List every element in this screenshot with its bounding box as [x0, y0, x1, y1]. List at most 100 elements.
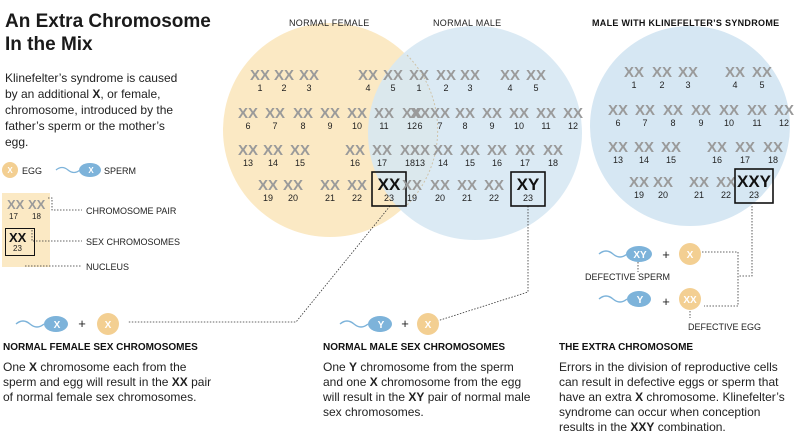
svg-text:4: 4 [507, 83, 512, 93]
svg-text:XX: XX [629, 174, 649, 191]
female-chromosome-2: XX2 [274, 67, 294, 93]
legend-sperm-icon: X [55, 163, 101, 177]
male-chromosome-8: XX8 [455, 105, 475, 131]
svg-text:6: 6 [417, 121, 422, 131]
female-chromosome-5: XX5 [383, 67, 403, 93]
extra-section-heading: THE EXTRA CHROMOSOME [559, 342, 694, 353]
svg-text:21: 21 [462, 193, 472, 203]
svg-text:XXY: XXY [737, 172, 772, 191]
svg-text:XX: XX [430, 177, 450, 194]
svg-text:XX: XX [374, 105, 394, 122]
male-section-heading: NORMAL MALE SEX CHROMOSOMES [323, 342, 506, 353]
svg-text:23: 23 [749, 190, 759, 200]
svg-text:9: 9 [698, 118, 703, 128]
normal-egg-top: X [679, 243, 701, 265]
svg-text:XX: XX [747, 102, 767, 119]
svg-text:16: 16 [492, 158, 502, 168]
legend-pair-glyph: XX XX [7, 197, 46, 212]
svg-text:XX: XX [689, 174, 709, 191]
svg-text:XX: XX [263, 142, 283, 159]
svg-text:XX: XX [283, 177, 303, 194]
svg-text:12: 12 [568, 121, 578, 131]
kline-chromosome-4: XX4 [725, 64, 745, 90]
svg-text:16: 16 [712, 155, 722, 165]
svg-text:XX: XX [536, 105, 556, 122]
svg-text:XY: XY [633, 250, 647, 261]
svg-text:XX: XX [691, 102, 711, 119]
label-normal-male: NORMAL MALE [433, 18, 502, 28]
female-section-heading: NORMAL FEMALE SEX CHROMOSOMES [3, 342, 198, 353]
normal-sperm-bottom: Y [598, 291, 651, 307]
svg-text:XX: XX [378, 175, 401, 194]
male-chromosome-1: XX1 [409, 67, 429, 93]
kline-chromosome-2: XX2 [652, 64, 672, 90]
svg-text:XX: XX [482, 105, 502, 122]
kline-sex-chromosome-box [734, 168, 774, 204]
svg-text:22: 22 [721, 190, 731, 200]
svg-text:X: X [687, 250, 694, 261]
svg-text:XX: XX [634, 139, 654, 156]
svg-text:1: 1 [631, 80, 636, 90]
legend-sex-glyph: XX [9, 230, 27, 245]
svg-text:13: 13 [243, 158, 253, 168]
legend-pair-num-17: 17 [9, 212, 18, 221]
svg-text:XX: XX [763, 139, 783, 156]
legend-sex-num: 23 [13, 244, 22, 253]
kline-chromosome-3: XX3 [678, 64, 698, 90]
legend-sex-box [5, 228, 35, 256]
legend-sex-chromosomes: SEX CHROMOSOMES [86, 237, 181, 247]
svg-text:15: 15 [295, 158, 305, 168]
svg-text:XX: XX [608, 139, 628, 156]
svg-text:XX: XX [410, 105, 430, 122]
defective-sperm-label: DEFECTIVE SPERM [585, 272, 671, 282]
svg-text:XX: XX [683, 295, 697, 306]
svg-text:17: 17 [520, 158, 530, 168]
svg-text:X: X [425, 320, 432, 331]
svg-text:XX: XX [725, 64, 745, 81]
svg-text:XX: XX [653, 174, 673, 191]
svg-text:XX: XX [250, 67, 270, 84]
svg-text:7: 7 [437, 121, 442, 131]
legend-nucleus-block [2, 193, 50, 267]
svg-text:4: 4 [732, 80, 737, 90]
female-chromosome-6: XX6 [238, 105, 258, 131]
svg-text:XX: XX [436, 67, 456, 84]
male-chromosome-7: XX7 [430, 105, 450, 131]
svg-text:XX: XX [402, 177, 422, 194]
intro-text: Klinefelter’s syndrome is caused by an a… [5, 71, 178, 149]
svg-text:21: 21 [325, 193, 335, 203]
klinefelter-nucleus [590, 26, 790, 226]
defective-sperm: XY [598, 246, 652, 262]
svg-text:XX: XX [400, 142, 420, 159]
svg-text:10: 10 [724, 118, 734, 128]
svg-text:XX: XX [515, 142, 535, 159]
svg-text:XX: XX [410, 142, 430, 159]
svg-text:11: 11 [379, 121, 388, 131]
svg-text:XX: XX [678, 64, 698, 81]
kline-chromosome-1: XX1 [624, 64, 644, 90]
svg-text:5: 5 [390, 83, 395, 93]
male-combo-egg: X [417, 313, 439, 335]
